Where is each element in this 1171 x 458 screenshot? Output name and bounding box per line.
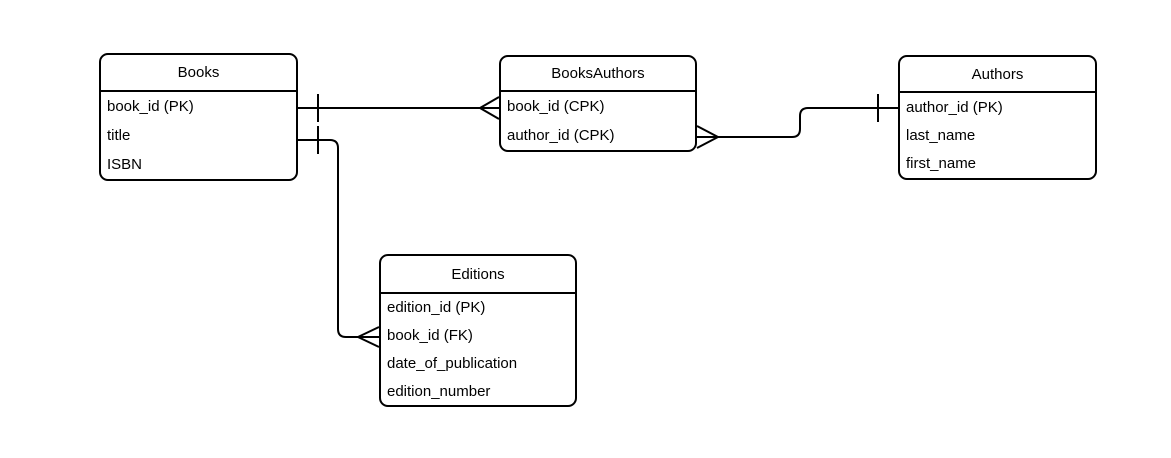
crows-foot-many-icon: [696, 125, 719, 149]
relationship-books-editions: [298, 126, 380, 348]
relationship-line: [298, 139, 379, 338]
field-book-id-pk: book_id (PK): [107, 98, 194, 115]
entity-editions-fields: edition_id (PK) book_id (FK) date_of_pub…: [381, 294, 575, 405]
crows-foot-many-icon: [357, 326, 380, 348]
entity-authors-fields: author_id (PK) last_name first_name: [900, 93, 1095, 178]
field-author-id-pk: author_id (PK): [906, 98, 1003, 116]
relationship-booksauthors-authors: [696, 94, 898, 149]
relationship-line: [718, 107, 898, 138]
entity-books: Books book_id (PK) title ISBN: [99, 53, 298, 181]
field-edition-id-pk: edition_id (PK): [387, 299, 486, 317]
field-last-name: last_name: [906, 126, 976, 144]
relationship-books-booksauthors: [298, 94, 500, 122]
entity-authors-title: Authors: [900, 57, 1095, 93]
crows-foot-many-icon: [479, 96, 500, 120]
field-isbn: ISBN: [107, 156, 143, 173]
field-author-id-cpk: author_id (CPK): [507, 127, 615, 144]
field-date-of-publication: date_of_publication: [387, 354, 518, 372]
field-book-id-cpk: book_id (CPK): [507, 98, 605, 115]
entity-books-fields: book_id (PK) title ISBN: [101, 92, 296, 179]
entity-booksauthors: BooksAuthors book_id (CPK) author_id (CP…: [499, 55, 697, 152]
field-book-id-fk: book_id (FK): [387, 327, 473, 345]
entity-booksauthors-fields: book_id (CPK) author_id (CPK): [501, 92, 695, 150]
entity-booksauthors-title: BooksAuthors: [501, 57, 695, 92]
entity-editions-title: Editions: [381, 256, 575, 294]
field-edition-number: edition_number: [387, 382, 491, 400]
entity-editions: Editions edition_id (PK) book_id (FK) da…: [379, 254, 577, 407]
field-first-name: first_name: [906, 155, 977, 173]
field-title: title: [107, 127, 131, 144]
entity-books-title: Books: [101, 55, 296, 92]
entity-authors: Authors author_id (PK) last_name first_n…: [898, 55, 1097, 180]
